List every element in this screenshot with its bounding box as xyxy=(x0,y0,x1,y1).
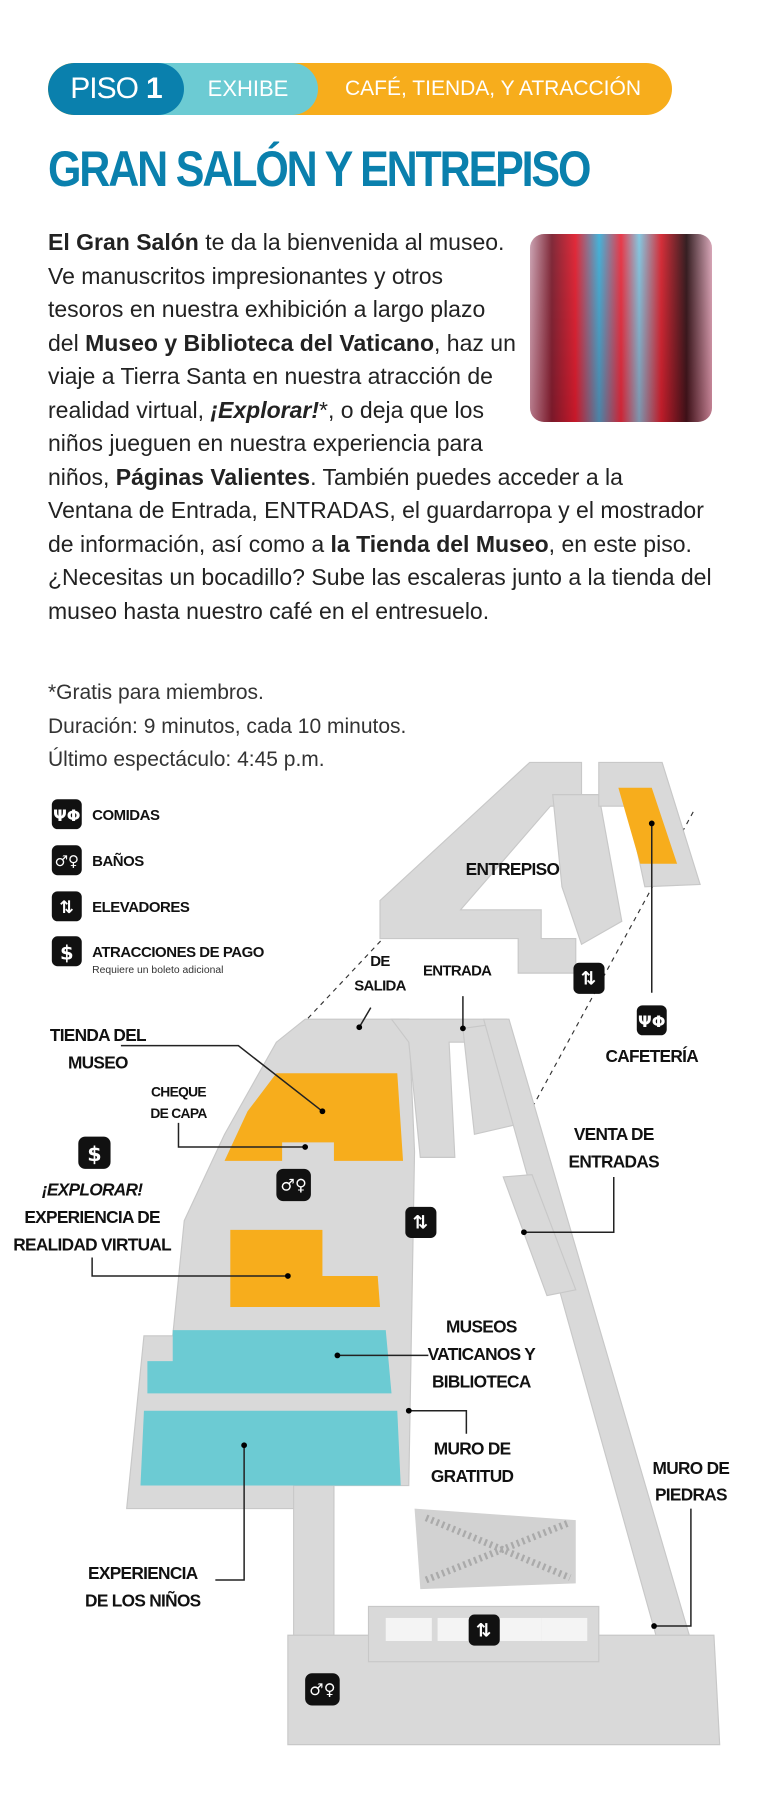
page-title: GRAN SALÓN Y ENTREPISO xyxy=(48,141,591,197)
floor-number: 1 xyxy=(146,72,163,105)
label-vatican: MUSEOS xyxy=(446,1316,517,1336)
vatican-exhibit-area xyxy=(147,1330,392,1394)
elevator-icon: ⇅ xyxy=(573,962,605,994)
label-vr: EXPERIENCIA DE xyxy=(24,1207,160,1227)
svg-text:♂♀: ♂♀ xyxy=(55,852,79,870)
label-shop: TIENDA DEL xyxy=(50,1025,147,1045)
legend: ΨΦ COMIDAS ♂♀ BAÑOS ⇅ ELEVADORES $ ATRAC… xyxy=(51,799,264,976)
cafeteria-area xyxy=(618,787,678,864)
elevator-icon: ⇅ xyxy=(405,1206,437,1238)
svg-text:⇅: ⇅ xyxy=(60,898,74,918)
label-kids: EXPERIENCIA xyxy=(88,1563,199,1583)
label-tickets: ENTRADAS xyxy=(569,1152,660,1172)
restroom-icon: ♂♀ xyxy=(276,1168,311,1202)
fork-spoon-icon: ΨΦ xyxy=(51,799,82,830)
intro-highlight: El Gran Salón xyxy=(48,229,199,255)
note-members: *Gratis para miembros. xyxy=(48,681,264,704)
label-gratitude: GRATITUD xyxy=(431,1466,514,1486)
label-mezzanine: ENTREPISO xyxy=(466,859,560,879)
stained-glass-photo xyxy=(530,234,712,422)
elevator-icon: ⇅ xyxy=(468,1614,500,1646)
legend-food: COMIDAS xyxy=(92,807,160,824)
leader-lines xyxy=(91,820,692,1629)
label-tickets: VENTA DE xyxy=(574,1124,654,1144)
intro-text: *, o deja que los niños jueguen en nuest… xyxy=(48,396,484,490)
legend-paid: ATRACCIONES DE PAGO xyxy=(92,944,264,961)
note-duration: Duración: 9 minutos, cada 10 minutos. xyxy=(48,714,407,738)
label-vatican: VATICANOS Y xyxy=(428,1344,537,1364)
restroom-icon: ♂♀ xyxy=(305,1673,340,1706)
elevator-icon: ⇅ xyxy=(51,891,82,922)
main-floor xyxy=(126,1018,721,1746)
tab-amenities[interactable]: CAFÉ, TIENDA, Y ATRACCIÓN xyxy=(344,77,641,100)
museum-shop-area xyxy=(224,1073,404,1161)
svg-text:⇅: ⇅ xyxy=(581,969,596,990)
map-icons: ΨΦ $ ♂♀ ♂♀ ⇅ ⇅ ⇅ xyxy=(78,962,667,1706)
label-exit: SALIDA xyxy=(354,977,406,994)
svg-text:⇅: ⇅ xyxy=(413,1213,428,1234)
intro-highlight: Páginas Valientes xyxy=(115,463,311,490)
kids-experience-area xyxy=(140,1410,401,1486)
intro-text: , en este piso. ¿Necesitas un bocadillo?… xyxy=(48,530,712,624)
svg-text:♂♀: ♂♀ xyxy=(281,1176,307,1195)
intro-highlight: Museo y Biblioteca del Vaticano xyxy=(85,329,435,356)
svg-text:$: $ xyxy=(87,1142,101,1166)
svg-text:ΨΦ: ΨΦ xyxy=(53,806,80,825)
mezzanine-connector xyxy=(301,889,429,1026)
label-gratitude: MURO DE xyxy=(434,1438,511,1458)
intro-text: te da la bienvenida al museo. Ve manuscr… xyxy=(48,229,505,356)
label-coat-check: CHEQUE xyxy=(151,1083,206,1099)
label-exit: DE xyxy=(370,953,390,970)
label-stones: PIEDRAS xyxy=(655,1485,727,1505)
map-labels: ENTREPISO DE SALIDA ENTRADA TIENDA DEL M… xyxy=(13,859,730,1610)
footnotes: *Gratis para miembros. Duración: 9 minut… xyxy=(48,676,406,777)
vr-experience-area xyxy=(230,1229,380,1308)
label-entrance: ENTRADA xyxy=(423,962,492,979)
label-cafe: CAFETERÍA xyxy=(605,1046,699,1066)
svg-text:⇅: ⇅ xyxy=(476,1620,491,1641)
fork-spoon-icon: ΨΦ xyxy=(636,1005,667,1036)
label-coat-check: DE CAPA xyxy=(150,1105,207,1121)
legend-elevators: ELEVADORES xyxy=(92,899,190,916)
floor-label: PISO xyxy=(70,72,139,105)
legend-paid-note: Requiere un boleto adicional xyxy=(92,965,223,976)
label-vr: REALIDAD VIRTUAL xyxy=(13,1235,172,1255)
intro-highlight: la Tienda del Museo xyxy=(330,530,549,557)
svg-text:ΨΦ: ΨΦ xyxy=(638,1012,665,1031)
intro-text: . También puedes acceder a la Ventana de… xyxy=(48,463,704,557)
intro-paragraph: El Gran Salón te da la bienvenida al mus… xyxy=(48,226,712,628)
label-kids: DE LOS NIÑOS xyxy=(85,1590,201,1610)
label-stones: MURO DE xyxy=(653,1458,730,1478)
intro-highlight: ¡Explorar! xyxy=(210,396,319,423)
label-vr: ¡EXPLORAR! xyxy=(42,1179,143,1199)
svg-text:$: $ xyxy=(60,941,74,964)
note-last-show: Último espectáculo: 4:45 p.m. xyxy=(48,748,325,771)
legend-restrooms: BAÑOS xyxy=(92,852,144,870)
label-vatican: BIBLIOTECA xyxy=(432,1372,532,1392)
dollar-icon: $ xyxy=(78,1136,111,1169)
restroom-icon: ♂♀ xyxy=(51,845,82,876)
dollar-icon: $ xyxy=(51,936,82,967)
svg-text:♂♀: ♂♀ xyxy=(309,1680,335,1699)
intro-text: , haz un viaje a Tierra Santa en nuestra… xyxy=(48,329,516,423)
label-shop: MUSEO xyxy=(68,1053,128,1073)
